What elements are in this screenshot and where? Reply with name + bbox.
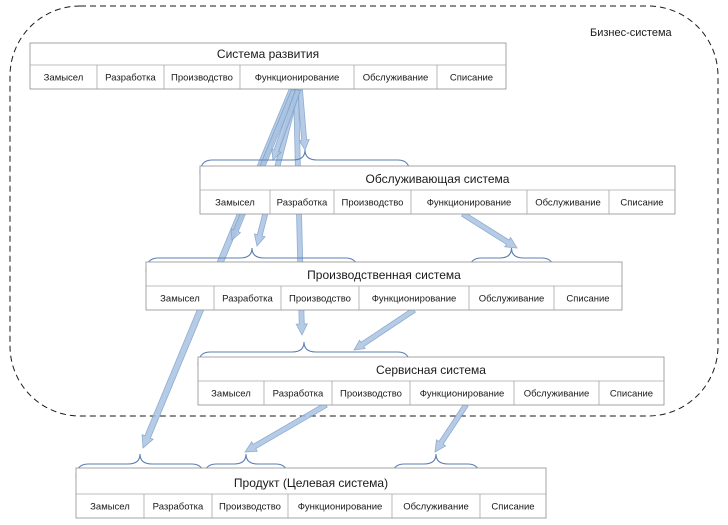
service-stage-5: Обслуживание xyxy=(524,389,590,400)
arrow-dev-to-support xyxy=(297,89,310,151)
business-system-boundary xyxy=(9,5,719,417)
product-stage-5: Обслуживание xyxy=(403,502,469,513)
support-stage-2: Разработка xyxy=(277,198,328,209)
product-stage-3: Производство xyxy=(219,502,281,513)
production-stage-1: Замысел xyxy=(160,294,200,305)
product-stage-6: Списание xyxy=(491,502,534,513)
support-brace xyxy=(199,149,411,175)
service-stage-3: Производство xyxy=(340,389,402,400)
development-stage-4: Функционирование xyxy=(255,73,340,84)
product-stage-2: Разработка xyxy=(153,502,204,513)
development-stage-3: Производство xyxy=(171,73,233,84)
arrow-service-to-product-right xyxy=(434,403,469,453)
support-stage-6: Списание xyxy=(620,198,663,209)
production-stage-4: Функционирование xyxy=(372,294,457,305)
production-stage-3: Производство xyxy=(289,294,351,305)
arrow-service-to-product-mid xyxy=(244,402,328,453)
development-stage-2: Разработка xyxy=(105,73,156,84)
development-stage-1: Замысел xyxy=(44,73,84,84)
development-system-title: Система развития xyxy=(217,47,319,61)
product-mid-brace xyxy=(203,453,289,479)
support-stage-3: Производство xyxy=(342,198,404,209)
arrow-dev-extra-2 xyxy=(271,88,301,161)
service-stage-1: Замысел xyxy=(211,389,251,400)
production-stage-2: Разработка xyxy=(222,294,273,305)
product-stage-1: Замысел xyxy=(90,502,130,513)
service-system-title: Сервисная система xyxy=(376,363,486,377)
arrow-production-to-service xyxy=(353,307,416,351)
product-system-title: Продукт (Целевая система) xyxy=(234,476,388,490)
service-stage-6: Списание xyxy=(610,389,653,400)
support-system-title: Обслуживающая система xyxy=(366,172,510,186)
product-stage-4: Функционирование xyxy=(298,502,383,513)
service-stage-4: Функционирование xyxy=(420,389,505,400)
product-left-brace xyxy=(75,453,205,479)
support-stage-5: Обслуживание xyxy=(535,198,601,209)
arrow-support-to-production xyxy=(461,211,518,249)
production-stage-5: Обслуживание xyxy=(479,294,545,305)
service-stage-2: Разработка xyxy=(273,389,324,400)
service-brace xyxy=(197,341,411,367)
support-stage-4: Функционирование xyxy=(427,198,512,209)
product-right-brace xyxy=(391,453,481,479)
product-system-box: Продукт (Целевая система) Замысел Разработ… xyxy=(75,467,547,519)
support-stage-1: Замысел xyxy=(215,198,255,209)
production-right-brace xyxy=(468,247,555,273)
production-stage-6: Списание xyxy=(566,294,609,305)
development-stage-5: Обслуживание xyxy=(363,73,429,84)
braces-layer xyxy=(75,149,555,479)
business-system-label: Бизнес-система xyxy=(590,27,673,39)
production-system-title: Производственная система xyxy=(307,268,461,282)
development-stage-6: Списание xyxy=(450,73,493,84)
production-left-brace xyxy=(145,247,359,273)
